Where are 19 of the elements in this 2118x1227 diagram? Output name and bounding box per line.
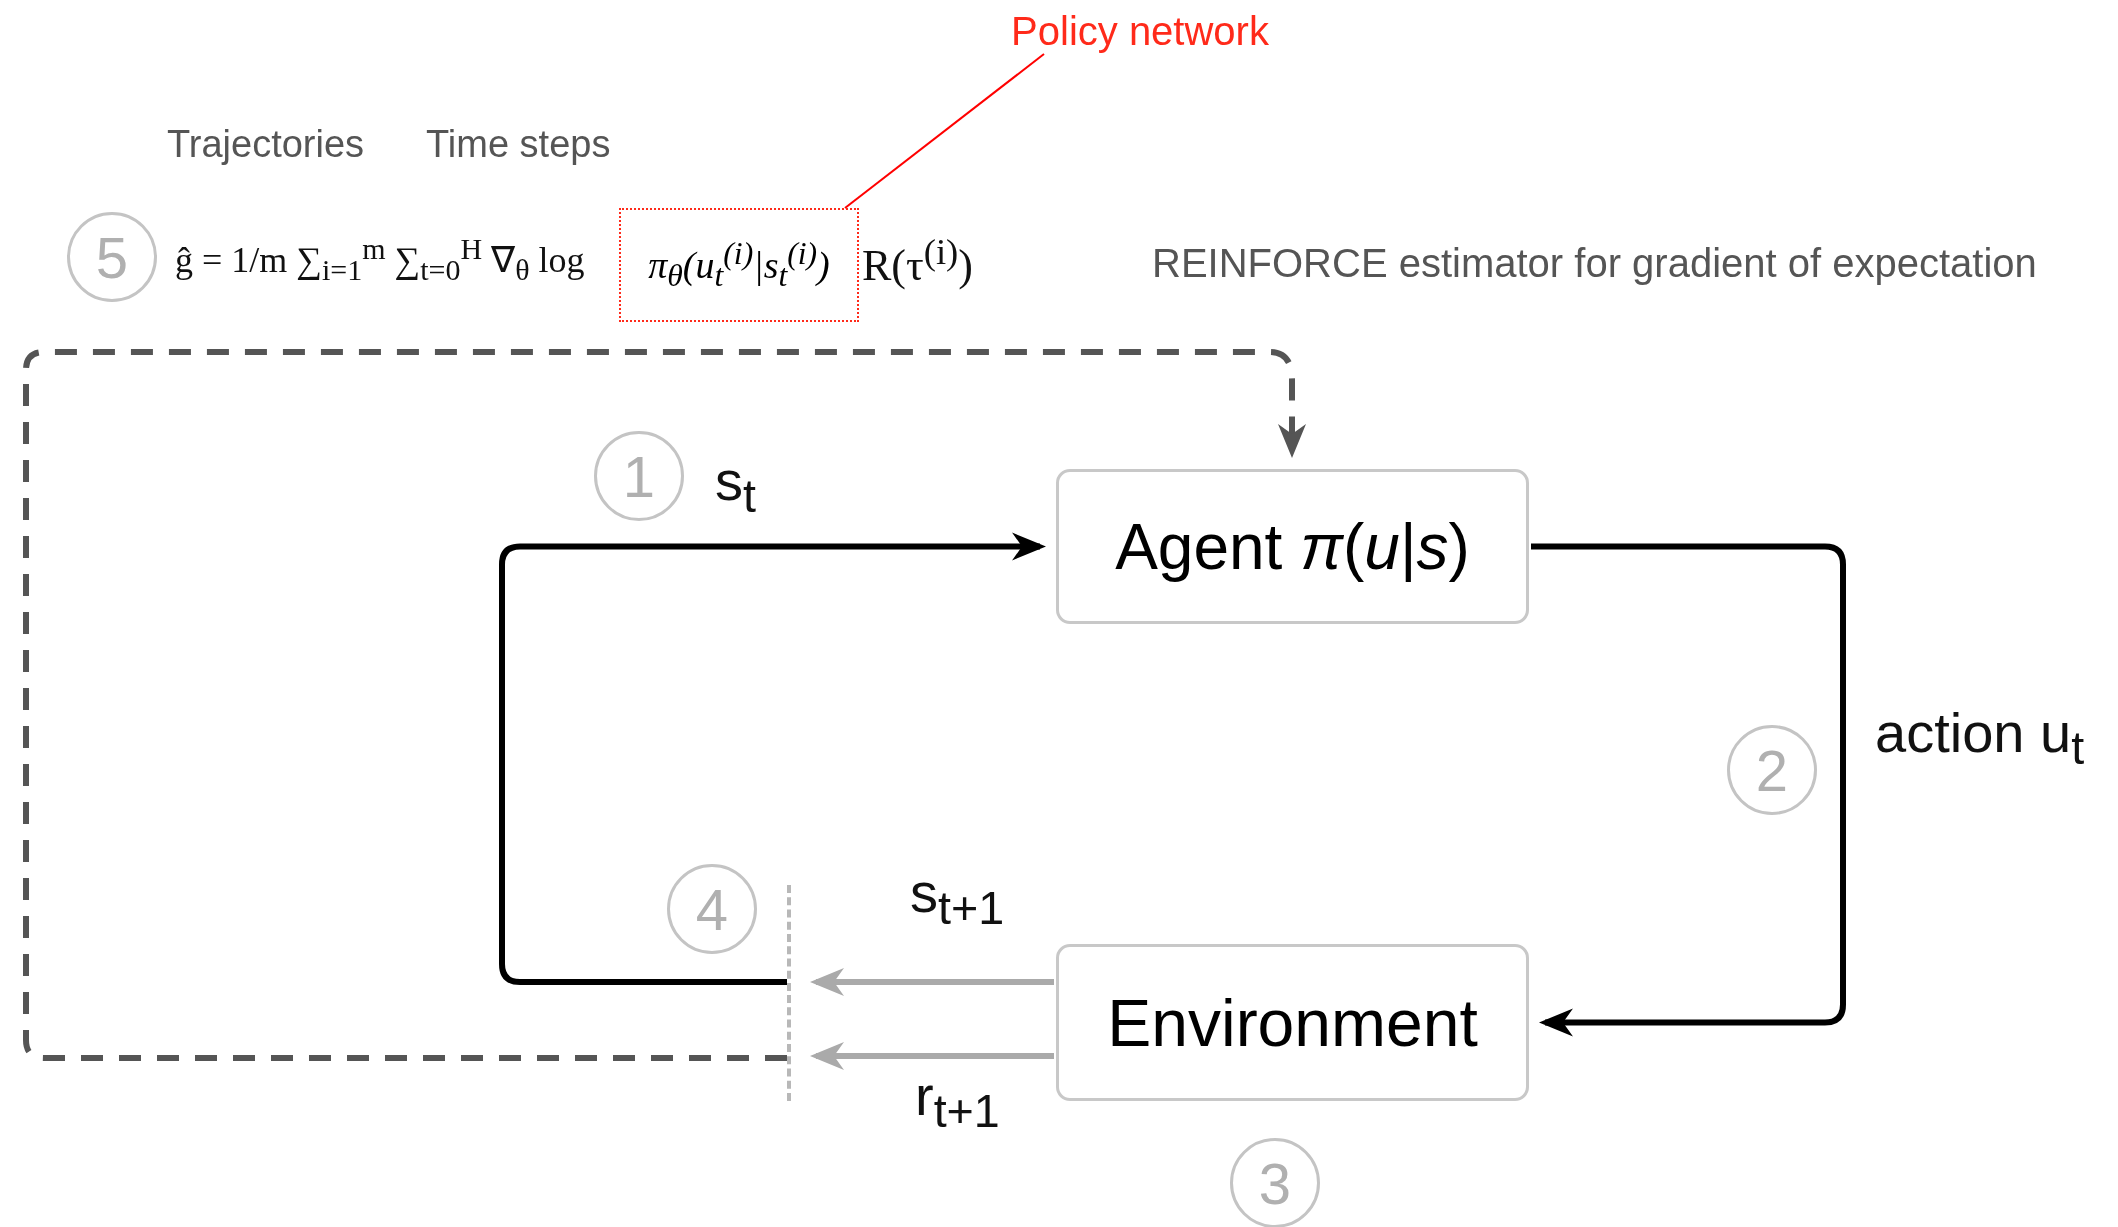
step-number: 3 [1230,1138,1320,1227]
callout-text: Policy network [1000,8,1280,54]
edge-label: action u$_{t}$ [1875,700,2086,777]
column-label: Trajectories [167,124,365,166]
step-number: 4 [667,864,757,954]
process-box: Agent π(u|s) [1056,469,1529,624]
step-number: 1 [594,431,684,521]
formula-text: ĝ = 1/m ∑$_{i=1}$$^{m}$ ∑$_{t=0}$$^{H}$ ∇$_{θ}$ log [175,232,585,287]
dashed-divider [787,885,791,1101]
column-label: Time steps [426,124,611,166]
step-number: 2 [1727,725,1817,815]
step-number: 5 [67,212,157,302]
highlight-box: π$_{θ}$(u$_{t}$$^{(i)}$|s$_{t}$$^{(i)}$) [619,208,859,322]
edge-label: s$_{t+1}$ [910,862,1005,935]
edge-label: r$_{t+1}$ [915,1065,1000,1138]
edge-label: s$_{t}$ [715,450,756,523]
description-text: REINFORCE estimator for gradient of expectation [1152,241,2037,285]
process-box: Environment [1056,944,1529,1101]
formula-text: R(τ$^{(i)}$) [862,232,973,291]
